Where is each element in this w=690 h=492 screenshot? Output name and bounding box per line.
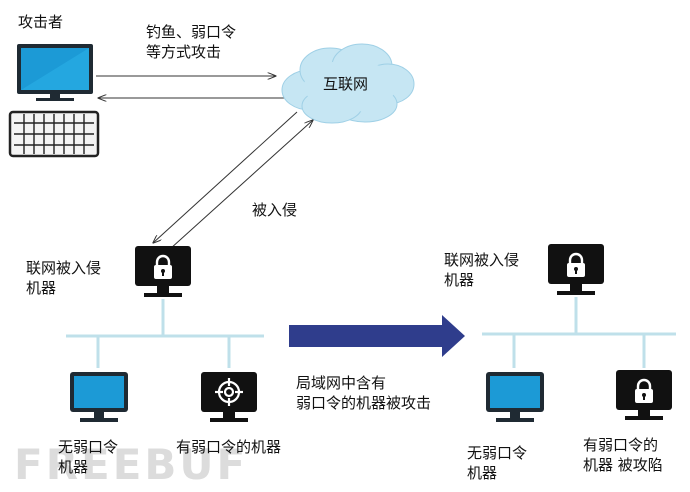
left-weak-label: 有弱口令的机器 xyxy=(176,438,282,456)
right-infected-machine xyxy=(548,244,604,295)
lan-caption: 局域网中含有 弱口令的机器被攻击 xyxy=(296,374,432,412)
right-infected-label: 联网被入侵 机器 xyxy=(444,251,520,289)
cloud-icon xyxy=(281,43,415,124)
attacker-label: 攻击者 xyxy=(18,13,64,31)
right-weak-attacked-label: 有弱口令的 机器 被攻陷 xyxy=(583,436,663,474)
left-weak-machine xyxy=(201,372,257,422)
attack-method-label: 钓鱼、弱口令 等方式攻击 xyxy=(146,23,237,61)
lock-icon xyxy=(154,254,172,279)
intrude-arrow-up xyxy=(169,120,313,250)
left-network-lines xyxy=(66,299,264,368)
right-clean-machine xyxy=(486,372,544,422)
keyboard-icon xyxy=(8,110,100,158)
lock-icon xyxy=(635,378,653,403)
left-clean-machine xyxy=(70,372,128,422)
right-arrow-icon xyxy=(289,315,465,357)
right-network-lines xyxy=(482,297,676,368)
left-infected-label: 联网被入侵 机器 xyxy=(26,259,102,297)
intruded-label: 被入侵 xyxy=(252,201,298,219)
monitor-icon xyxy=(17,44,93,101)
right-no-weak-label: 无弱口令 机器 xyxy=(467,444,528,482)
crosshair-icon xyxy=(215,378,243,406)
left-no-weak-label: 无弱口令 机器 xyxy=(58,438,119,476)
internet-label: 互联网 xyxy=(323,75,369,93)
watermark: FREEBUF xyxy=(14,440,249,489)
attacker-computer xyxy=(8,44,100,158)
lock-icon xyxy=(567,252,585,277)
right-compromised-machine xyxy=(616,370,672,420)
left-infected-machine xyxy=(135,246,191,297)
intrude-arrow-down xyxy=(153,111,298,243)
